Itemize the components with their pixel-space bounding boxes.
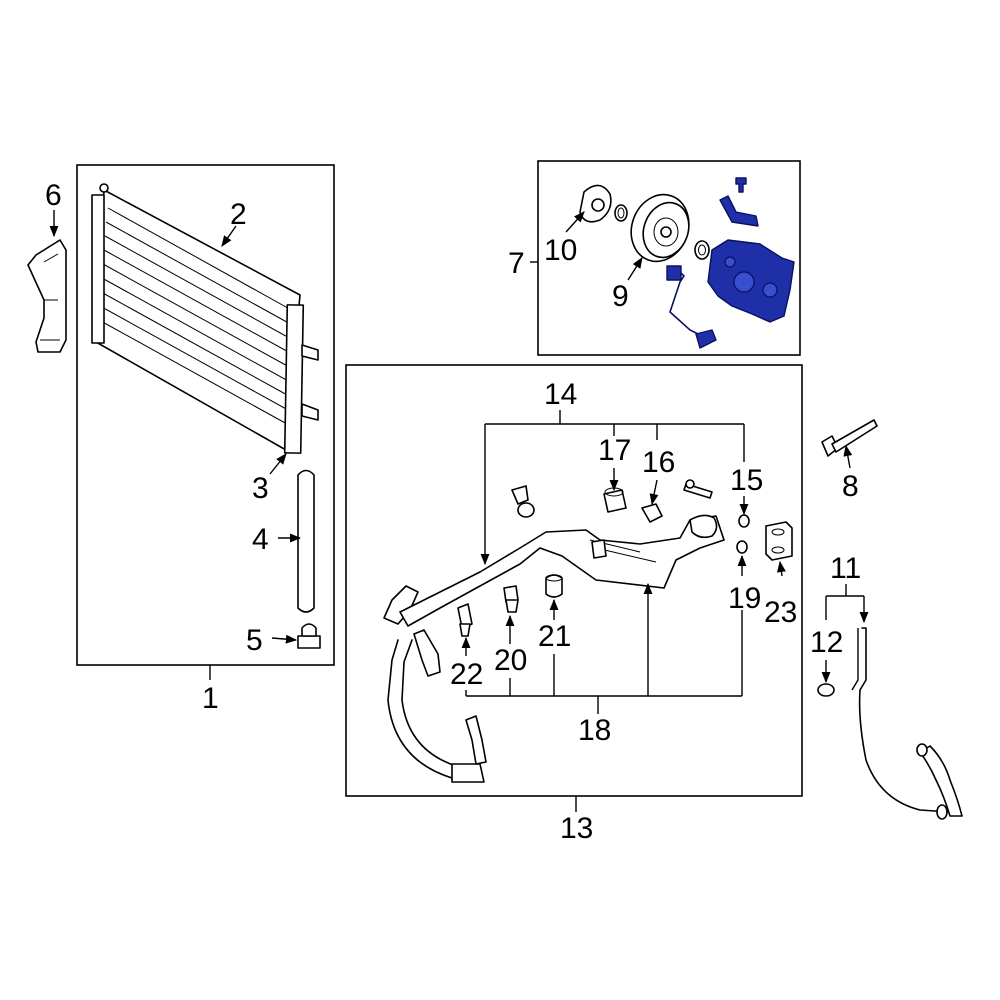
sensor-part-22[interactable] xyxy=(457,603,473,637)
compressor-group-box xyxy=(537,160,801,356)
plug-part[interactable] xyxy=(297,623,321,649)
o-ring-part-19[interactable] xyxy=(736,540,748,554)
callout-1: 1 xyxy=(202,682,219,715)
callout-3: 3 xyxy=(252,472,269,505)
ac-line-assembly-part[interactable] xyxy=(383,485,725,783)
callout-12: 12 xyxy=(810,626,843,659)
pulley-part[interactable] xyxy=(622,186,710,269)
hose-group-box xyxy=(345,364,803,797)
suction-hose-part[interactable] xyxy=(817,627,963,820)
dryer-tube-part[interactable] xyxy=(297,469,315,613)
fitting-part-17[interactable] xyxy=(603,487,627,513)
leader-lines xyxy=(49,210,869,812)
condenser-group-box xyxy=(76,164,335,666)
callout-13: 13 xyxy=(560,812,593,845)
callout-14: 14 xyxy=(544,378,577,411)
callout-23: 23 xyxy=(764,596,797,629)
callout-20: 20 xyxy=(494,644,527,677)
callout-5: 5 xyxy=(246,624,263,657)
callout-22: 22 xyxy=(450,658,483,691)
clutch-hub-part[interactable] xyxy=(579,184,628,223)
callout-9: 9 xyxy=(612,280,629,313)
callout-18: 18 xyxy=(578,714,611,747)
callout-6: 6 xyxy=(45,179,62,212)
callout-21: 21 xyxy=(538,620,571,653)
callout-17: 17 xyxy=(598,434,631,467)
callout-4: 4 xyxy=(252,523,269,556)
air-guide-part[interactable] xyxy=(27,239,67,353)
callout-11: 11 xyxy=(830,552,861,585)
bolt-part[interactable] xyxy=(821,419,878,457)
o-ring-part-15[interactable] xyxy=(738,514,750,528)
cap-part-21[interactable] xyxy=(545,574,563,598)
compressor-part[interactable] xyxy=(666,177,795,349)
callout-labels: 1 2 3 4 5 6 7 8 9 10 11 12 13 14 15 16 1… xyxy=(45,179,861,845)
callout-16: 16 xyxy=(642,446,675,479)
callout-2: 2 xyxy=(230,198,247,231)
callout-10: 10 xyxy=(544,234,577,267)
callout-19: 19 xyxy=(728,582,761,615)
callout-7: 7 xyxy=(508,247,525,280)
expansion-valve-part[interactable] xyxy=(765,521,793,561)
callout-15: 15 xyxy=(730,464,763,497)
condenser-part[interactable] xyxy=(91,183,319,454)
fitting-part-16[interactable] xyxy=(641,479,713,523)
valve-part-20[interactable] xyxy=(503,585,519,613)
callout-8: 8 xyxy=(842,470,859,503)
